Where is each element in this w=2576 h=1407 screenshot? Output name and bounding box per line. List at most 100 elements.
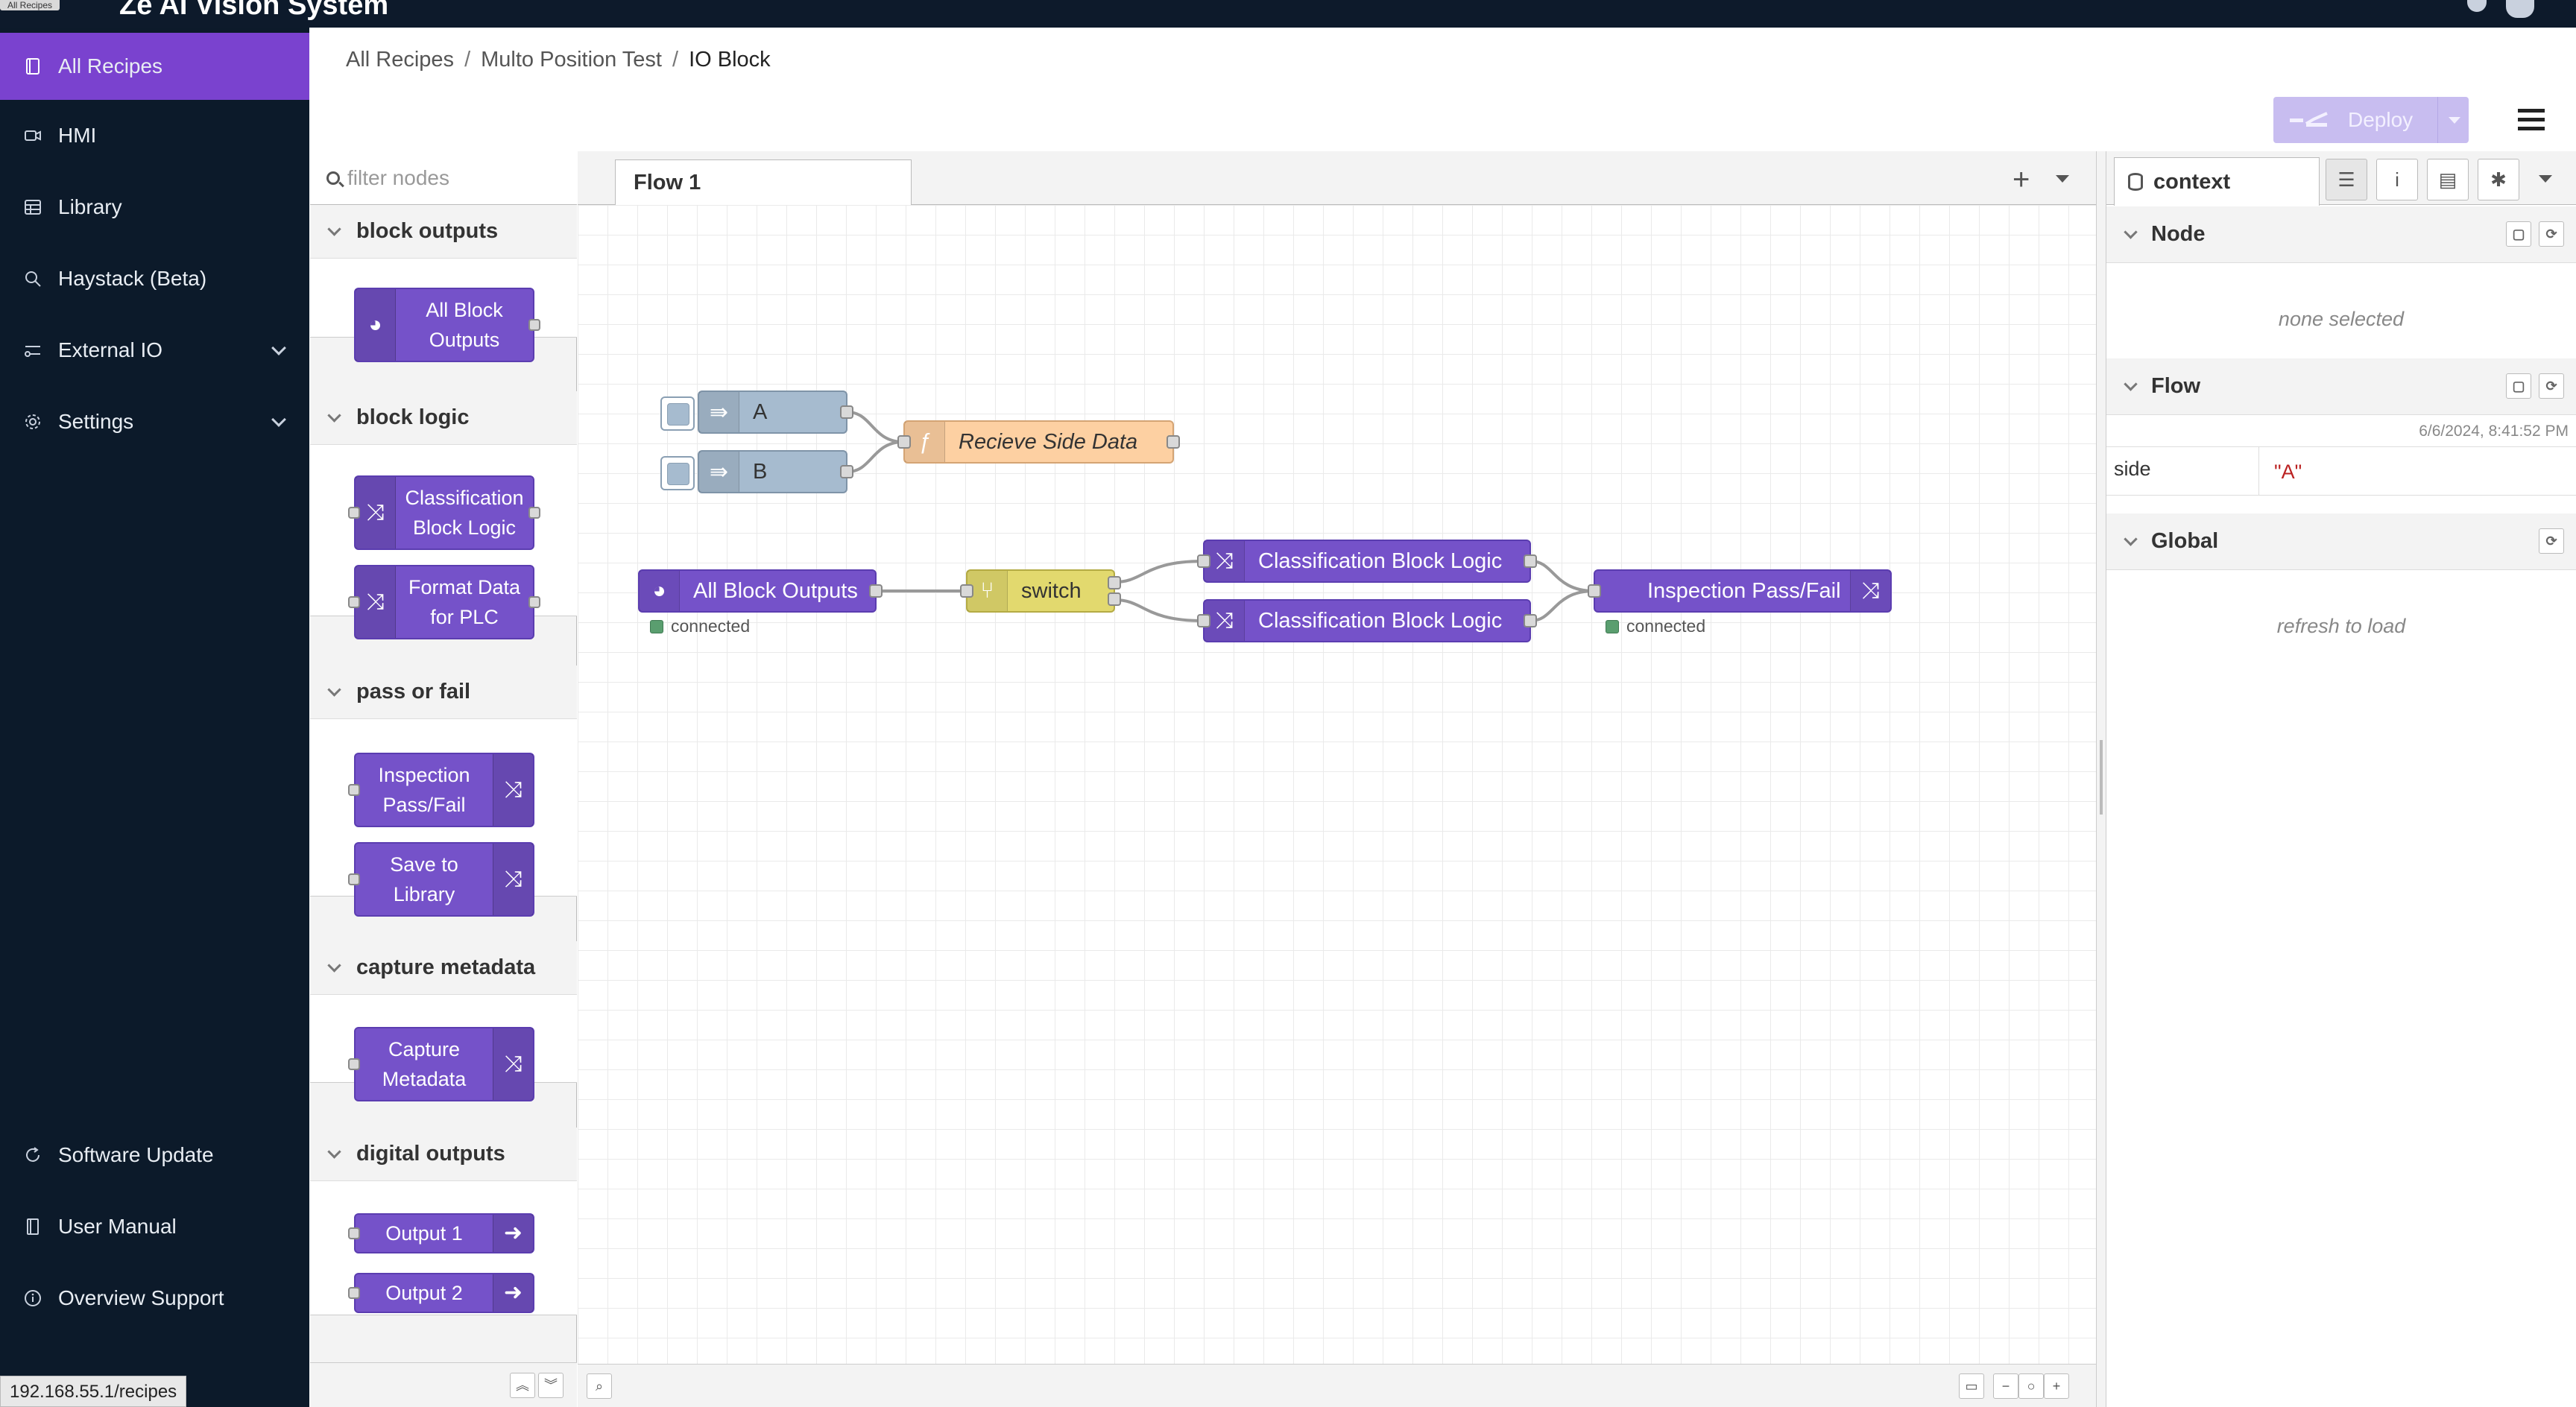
- square-icon[interactable]: ▢: [2506, 373, 2531, 399]
- wire: [1530, 589, 1594, 622]
- info-icon[interactable]: i: [2376, 159, 2418, 200]
- square-icon[interactable]: ▢: [2506, 221, 2531, 247]
- category-label: block outputs: [356, 219, 499, 243]
- flow-canvas[interactable]: ⇛ A ⇛ B ƒ Recieve Side Data ◕ All Block …: [578, 205, 2096, 1364]
- output-port[interactable]: [1524, 614, 1537, 627]
- flow-node-classification-block-logic-2[interactable]: ⤨ Classification Block Logic: [1197, 599, 1537, 642]
- flow-node-all-block-outputs[interactable]: ◕ All Block Outputs: [638, 569, 883, 613]
- search-icon[interactable]: ⌕: [587, 1373, 612, 1399]
- output-port[interactable]: [528, 507, 540, 519]
- palette-node-output-1[interactable]: Output 1 ➜: [348, 1213, 534, 1253]
- input-port[interactable]: [1588, 584, 1601, 598]
- expand-all-icon[interactable]: ︾: [538, 1373, 564, 1398]
- output-port[interactable]: [528, 596, 540, 608]
- palette-node-output-2[interactable]: Output 2 ➜: [348, 1273, 534, 1313]
- palette-node-save-to-library[interactable]: Save to Library ⤨: [348, 842, 534, 917]
- category-block-logic[interactable]: block logic: [310, 391, 577, 445]
- flow-node-inject-a[interactable]: ⇛ A: [660, 391, 853, 434]
- chevron-down-icon[interactable]: [2539, 175, 2552, 183]
- input-port[interactable]: [348, 784, 360, 796]
- refresh-icon[interactable]: ⟳: [2539, 373, 2564, 399]
- nav-item-hmi[interactable]: HMI: [0, 102, 309, 169]
- node-label: Output 2: [385, 1282, 463, 1304]
- flow-node-inject-b[interactable]: ⇛ B: [660, 450, 853, 493]
- section-title: Flow: [2151, 374, 2201, 398]
- context-row[interactable]: side "A": [2106, 446, 2576, 496]
- palette-node-format-data-for-plc[interactable]: ⤨ Format Data for PLC: [348, 565, 540, 639]
- nav-item-user-manual[interactable]: User Manual: [0, 1193, 309, 1260]
- add-flow-icon[interactable]: +: [2012, 163, 2030, 196]
- input-port[interactable]: [348, 1058, 360, 1070]
- input-port[interactable]: [960, 584, 973, 598]
- output-port[interactable]: [869, 584, 883, 598]
- map-icon[interactable]: ▭: [1959, 1373, 1984, 1399]
- inject-button[interactable]: [660, 456, 695, 490]
- zoom-in-icon[interactable]: +: [2044, 1373, 2069, 1399]
- deploy-button[interactable]: Deploy: [2273, 97, 2469, 143]
- nav-item-software-update[interactable]: Software Update: [0, 1122, 309, 1189]
- avatar[interactable]: [2506, 0, 2534, 18]
- output-port[interactable]: [528, 319, 540, 331]
- nav-item-settings[interactable]: Settings: [0, 388, 309, 455]
- input-port[interactable]: [348, 873, 360, 885]
- input-port[interactable]: [348, 1227, 360, 1239]
- bug-icon[interactable]: ✱: [2478, 159, 2519, 200]
- input-port[interactable]: [348, 1287, 360, 1299]
- nav-item-haystack[interactable]: Haystack (Beta): [0, 245, 309, 312]
- output-port[interactable]: [1167, 435, 1180, 449]
- palette-node-inspection-pass-fail[interactable]: Inspection Pass/Fail ⤨: [348, 753, 534, 827]
- deploy-menu-caret[interactable]: [2437, 97, 2469, 143]
- output-port-2[interactable]: [1108, 592, 1121, 607]
- output-port[interactable]: [840, 405, 853, 419]
- help-icon[interactable]: [2467, 0, 2487, 12]
- flow-node-switch[interactable]: ⑂ switch: [960, 569, 1121, 613]
- breadcrumb-current: IO Block: [689, 48, 771, 72]
- category-block-outputs[interactable]: block outputs: [310, 205, 577, 259]
- tab-flow-1[interactable]: Flow 1: [615, 159, 912, 206]
- node-label: Classification Block Logic: [405, 487, 524, 539]
- input-port[interactable]: [1197, 554, 1210, 568]
- flow-node-function[interactable]: ƒ Recieve Side Data: [897, 420, 1180, 464]
- palette-node-classification-block-logic[interactable]: ⤨ Classification Block Logic: [348, 475, 540, 550]
- shuffle-icon: ⤨: [493, 754, 533, 826]
- section-node[interactable]: Node ▢ ⟳: [2106, 206, 2576, 263]
- category-capture-metadata[interactable]: capture metadata: [310, 941, 577, 995]
- output-port[interactable]: [1524, 554, 1537, 568]
- breadcrumb-item[interactable]: Multo Position Test: [481, 48, 662, 72]
- nav-item-external-io[interactable]: External IO: [0, 317, 309, 384]
- refresh-icon[interactable]: ⟳: [2539, 528, 2564, 554]
- book-icon: [27, 1218, 39, 1235]
- nav-item-overview-support[interactable]: Overview Support: [0, 1265, 309, 1332]
- category-body: Capture Metadata ⤨: [310, 995, 577, 1101]
- input-port[interactable]: [348, 596, 360, 608]
- category-digital-outputs[interactable]: digital outputs: [310, 1128, 577, 1181]
- refresh-icon: [26, 1147, 40, 1162]
- chevron-down-icon[interactable]: [2056, 175, 2069, 183]
- flow-node-classification-block-logic-1[interactable]: ⤨ Classification Block Logic: [1197, 540, 1537, 583]
- palette-node-all-block-outputs[interactable]: ◕ All Block Outputs: [354, 288, 540, 362]
- input-port[interactable]: [897, 435, 911, 449]
- nav-item-library[interactable]: Library: [0, 174, 309, 241]
- section-flow[interactable]: Flow ▢ ⟳: [2106, 358, 2576, 415]
- tab-context[interactable]: context: [2114, 157, 2320, 206]
- breadcrumb-item[interactable]: All Recipes: [346, 48, 455, 72]
- sidebar-resize-handle[interactable]: [2096, 151, 2106, 1407]
- book-icon[interactable]: ▤: [2427, 159, 2469, 200]
- flow-node-inspection-pass-fail[interactable]: Inspection Pass/Fail ⤨: [1588, 569, 1892, 613]
- zoom-reset-icon[interactable]: ○: [2018, 1373, 2044, 1399]
- section-global[interactable]: Global ⟳: [2106, 513, 2576, 570]
- database-icon[interactable]: ☰: [2326, 159, 2367, 200]
- menu-icon[interactable]: [2518, 109, 2545, 131]
- refresh-icon[interactable]: ⟳: [2539, 221, 2564, 247]
- zoom-out-icon[interactable]: −: [1993, 1373, 2018, 1399]
- input-port[interactable]: [1197, 614, 1210, 627]
- filter-nodes-input[interactable]: filter nodes: [310, 151, 577, 205]
- inject-button[interactable]: [660, 396, 695, 431]
- palette-node-capture-metadata[interactable]: Capture Metadata ⤨: [348, 1027, 534, 1101]
- output-port-1[interactable]: [1108, 575, 1121, 589]
- category-pass-or-fail[interactable]: pass or fail: [310, 665, 577, 719]
- nav-item-all-recipes[interactable]: All Recipes: [0, 33, 309, 100]
- input-port[interactable]: [348, 507, 360, 519]
- output-port[interactable]: [840, 465, 853, 478]
- collapse-all-icon[interactable]: ︽: [510, 1373, 535, 1398]
